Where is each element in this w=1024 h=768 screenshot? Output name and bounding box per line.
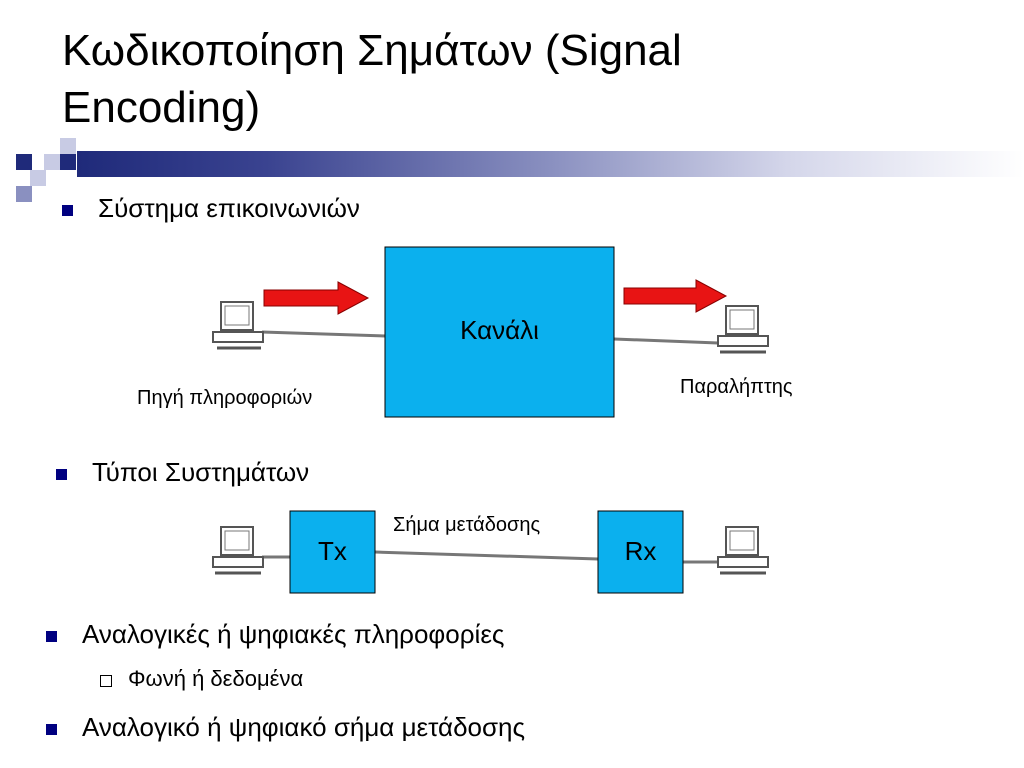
computer-icon <box>212 526 264 575</box>
channel-label: Κανάλι <box>460 315 539 345</box>
rx-label: Rx <box>624 536 657 566</box>
sub-bullet-text: Φωνή ή δεδομένα <box>128 666 304 691</box>
right-arrow-icon <box>263 281 370 315</box>
slide-title-line-2: Encoding) <box>62 83 261 132</box>
bullet-text: Αναλογικό ή ψηφιακό σήμα μετάδοσης <box>82 712 526 742</box>
square-bullet-icon <box>46 631 57 642</box>
bullet-text: Αναλογικές ή ψηφιακές πληροφορίες <box>82 619 505 649</box>
tx-label: Tx <box>318 536 347 566</box>
bullet-text: Σύστημα επικοινωνιών <box>98 193 360 223</box>
receiver-label: Παραλήπτης <box>680 376 793 398</box>
tx-box <box>289 510 376 594</box>
hollow-square-bullet-icon <box>100 675 112 687</box>
square-bullet-icon <box>62 205 73 216</box>
signal-label: Σήμα μετάδοσης <box>393 514 541 536</box>
right-arrow-icon <box>623 279 728 313</box>
channel-box <box>384 246 615 418</box>
connection-line <box>613 337 719 345</box>
computer-icon <box>717 305 769 354</box>
connection-line <box>261 330 387 338</box>
signal-line <box>374 550 599 561</box>
bullet-text: Τύποι Συστημάτων <box>92 457 310 487</box>
slide-title: Κωδικοποίηση Σημάτων (Signal Encoding) <box>62 22 962 136</box>
slide-title-line-1: Κωδικοποίηση Σημάτων (Signal <box>62 26 682 75</box>
square-bullet-icon <box>56 469 67 480</box>
rx-box <box>597 510 684 594</box>
square-bullet-icon <box>46 724 57 735</box>
title-underline-bar <box>77 151 1024 177</box>
computer-icon <box>212 301 264 350</box>
decorative-squares <box>0 130 80 220</box>
computer-icon <box>717 526 769 575</box>
source-label: Πηγή πληροφοριών <box>137 387 313 409</box>
